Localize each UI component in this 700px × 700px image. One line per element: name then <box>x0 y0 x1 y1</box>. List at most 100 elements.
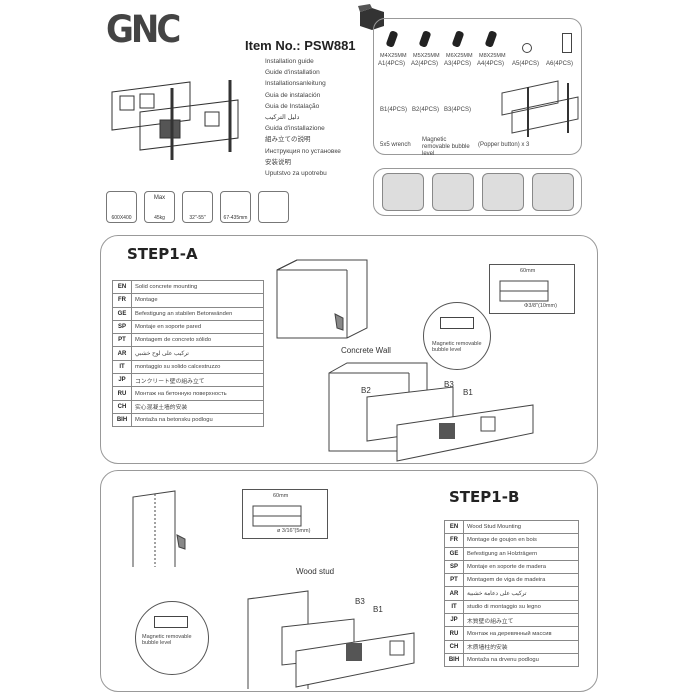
language-text: تركيب على لوح خشبي <box>131 346 264 361</box>
guide-title: دليل التركيب <box>265 114 300 122</box>
screw-icon <box>451 30 465 48</box>
language-text: Befestigung an Holzträgern <box>463 546 579 561</box>
screw-size: M6X25MM <box>446 53 473 59</box>
depth-label: 60mm <box>273 493 289 499</box>
language-code: RU <box>112 386 132 401</box>
bubble-level-label: Magnetic removable bubble level <box>432 341 482 353</box>
guide-title: Installation guide <box>265 58 314 65</box>
wall-distance-icon: 67-435mm <box>220 191 251 223</box>
language-text: montaggio su solido calcestruzzo <box>131 359 264 375</box>
language-text: Montaža na betonsku podlogu <box>131 412 264 428</box>
language-code: CH <box>112 399 132 414</box>
b3-callout: B3 <box>355 597 365 606</box>
language-code: SP <box>112 319 132 335</box>
bubble-level-zoom: Magnetic removable bubble level <box>135 601 209 675</box>
level-tool-icon <box>381 173 424 211</box>
part-level: Magnetic removable bubble level <box>422 137 470 157</box>
language-code: RU <box>444 626 464 641</box>
bubble-level-icon <box>154 616 188 628</box>
part-a5: A5(4PCS) <box>512 61 540 67</box>
language-code: EN <box>444 519 464 535</box>
screw-code: A2(4PCS) <box>411 61 439 67</box>
language-code: BIH <box>444 652 464 668</box>
language-code: CH <box>444 639 464 654</box>
language-text: studio di montaggio su legno <box>463 599 579 615</box>
plate-icon <box>562 33 572 53</box>
language-text: コンクリート壁の組み立て <box>131 373 264 388</box>
language-code: JP <box>112 373 132 388</box>
guide-title: Uputstvo za upotrebu <box>265 170 327 178</box>
language-code: FR <box>444 533 464 548</box>
drill-depth-diagram: 60mm ø 3/16"(5mm) <box>242 489 328 539</box>
tilt-swivel-icon <box>258 191 289 223</box>
screw-icon <box>484 30 498 48</box>
part-popper: (Popper button) x 3 <box>478 142 530 148</box>
spec-label: 45kg <box>154 215 165 221</box>
screw-icon <box>418 30 432 48</box>
part-b3: B3(4PCS) <box>444 107 472 113</box>
screw-size: M8X25MM <box>479 53 506 59</box>
guide-title: 安装说明 <box>265 158 291 166</box>
language-text: Montage de goujon en bois <box>463 533 579 548</box>
step1b-title: STEP1-B <box>449 488 520 506</box>
screw-icon <box>385 30 399 48</box>
spec-label: 67-435mm <box>223 215 248 221</box>
wrench-tool-icon <box>531 173 574 211</box>
language-text: 实心混凝土墙的安装 <box>131 399 264 414</box>
language-code: SP <box>444 559 464 575</box>
part-b2: B2(4PCS) <box>412 107 440 113</box>
language-code: GE <box>444 546 464 561</box>
b1-callout: B1 <box>373 605 383 614</box>
screwdriver-icon <box>431 173 474 211</box>
screw-size: M5X25MM <box>413 53 440 59</box>
language-text: Montaje en soporte pared <box>131 319 264 335</box>
guide-title: Guide d'installation <box>265 69 320 77</box>
guide-title: 組み立ての説明 <box>265 136 311 144</box>
wood-stud-illustration <box>247 590 415 689</box>
step1a-title: STEP1-A <box>127 245 198 263</box>
language-text: Befestigung an stabilen Betonwänden <box>131 306 264 321</box>
wall-drilling-illustration <box>276 259 368 339</box>
mount-parts-diagram <box>501 80 579 137</box>
language-text: Solid concrete mounting <box>131 279 264 295</box>
spec-label: 600X400 <box>111 215 132 221</box>
vesa-icon: 600X400 <box>106 191 137 223</box>
language-text: 木質壁の組み立て <box>463 613 579 628</box>
diameter-label: Φ3/8"(10mm) <box>524 303 557 309</box>
language-code: AR <box>444 586 464 601</box>
screw-code: A4(4PCS) <box>477 61 505 67</box>
language-text: Монтаж на деревянный массив <box>463 626 579 641</box>
guide-title: Guia de instalación <box>265 91 321 99</box>
language-text: 木质墙柱的安装 <box>463 639 579 654</box>
screen-size-icon: 32"-55" <box>182 191 213 223</box>
language-text: Wood Stud Mounting <box>463 519 579 535</box>
part-a6: A6(4PCS) <box>546 61 574 67</box>
language-code: PT <box>444 573 464 588</box>
guide-title: Guida d'installazione <box>265 125 325 133</box>
language-code: JP <box>444 613 464 628</box>
language-text: Montagem de viga de madeira <box>463 573 579 588</box>
part-b1: B1(4PCS) <box>380 107 408 113</box>
wood-stud-label: Wood stud <box>296 567 335 576</box>
concrete-wall-label: Concrete Wall <box>341 346 391 355</box>
language-code: EN <box>112 279 132 295</box>
language-text: Montaje en soporte de madera <box>463 559 579 575</box>
